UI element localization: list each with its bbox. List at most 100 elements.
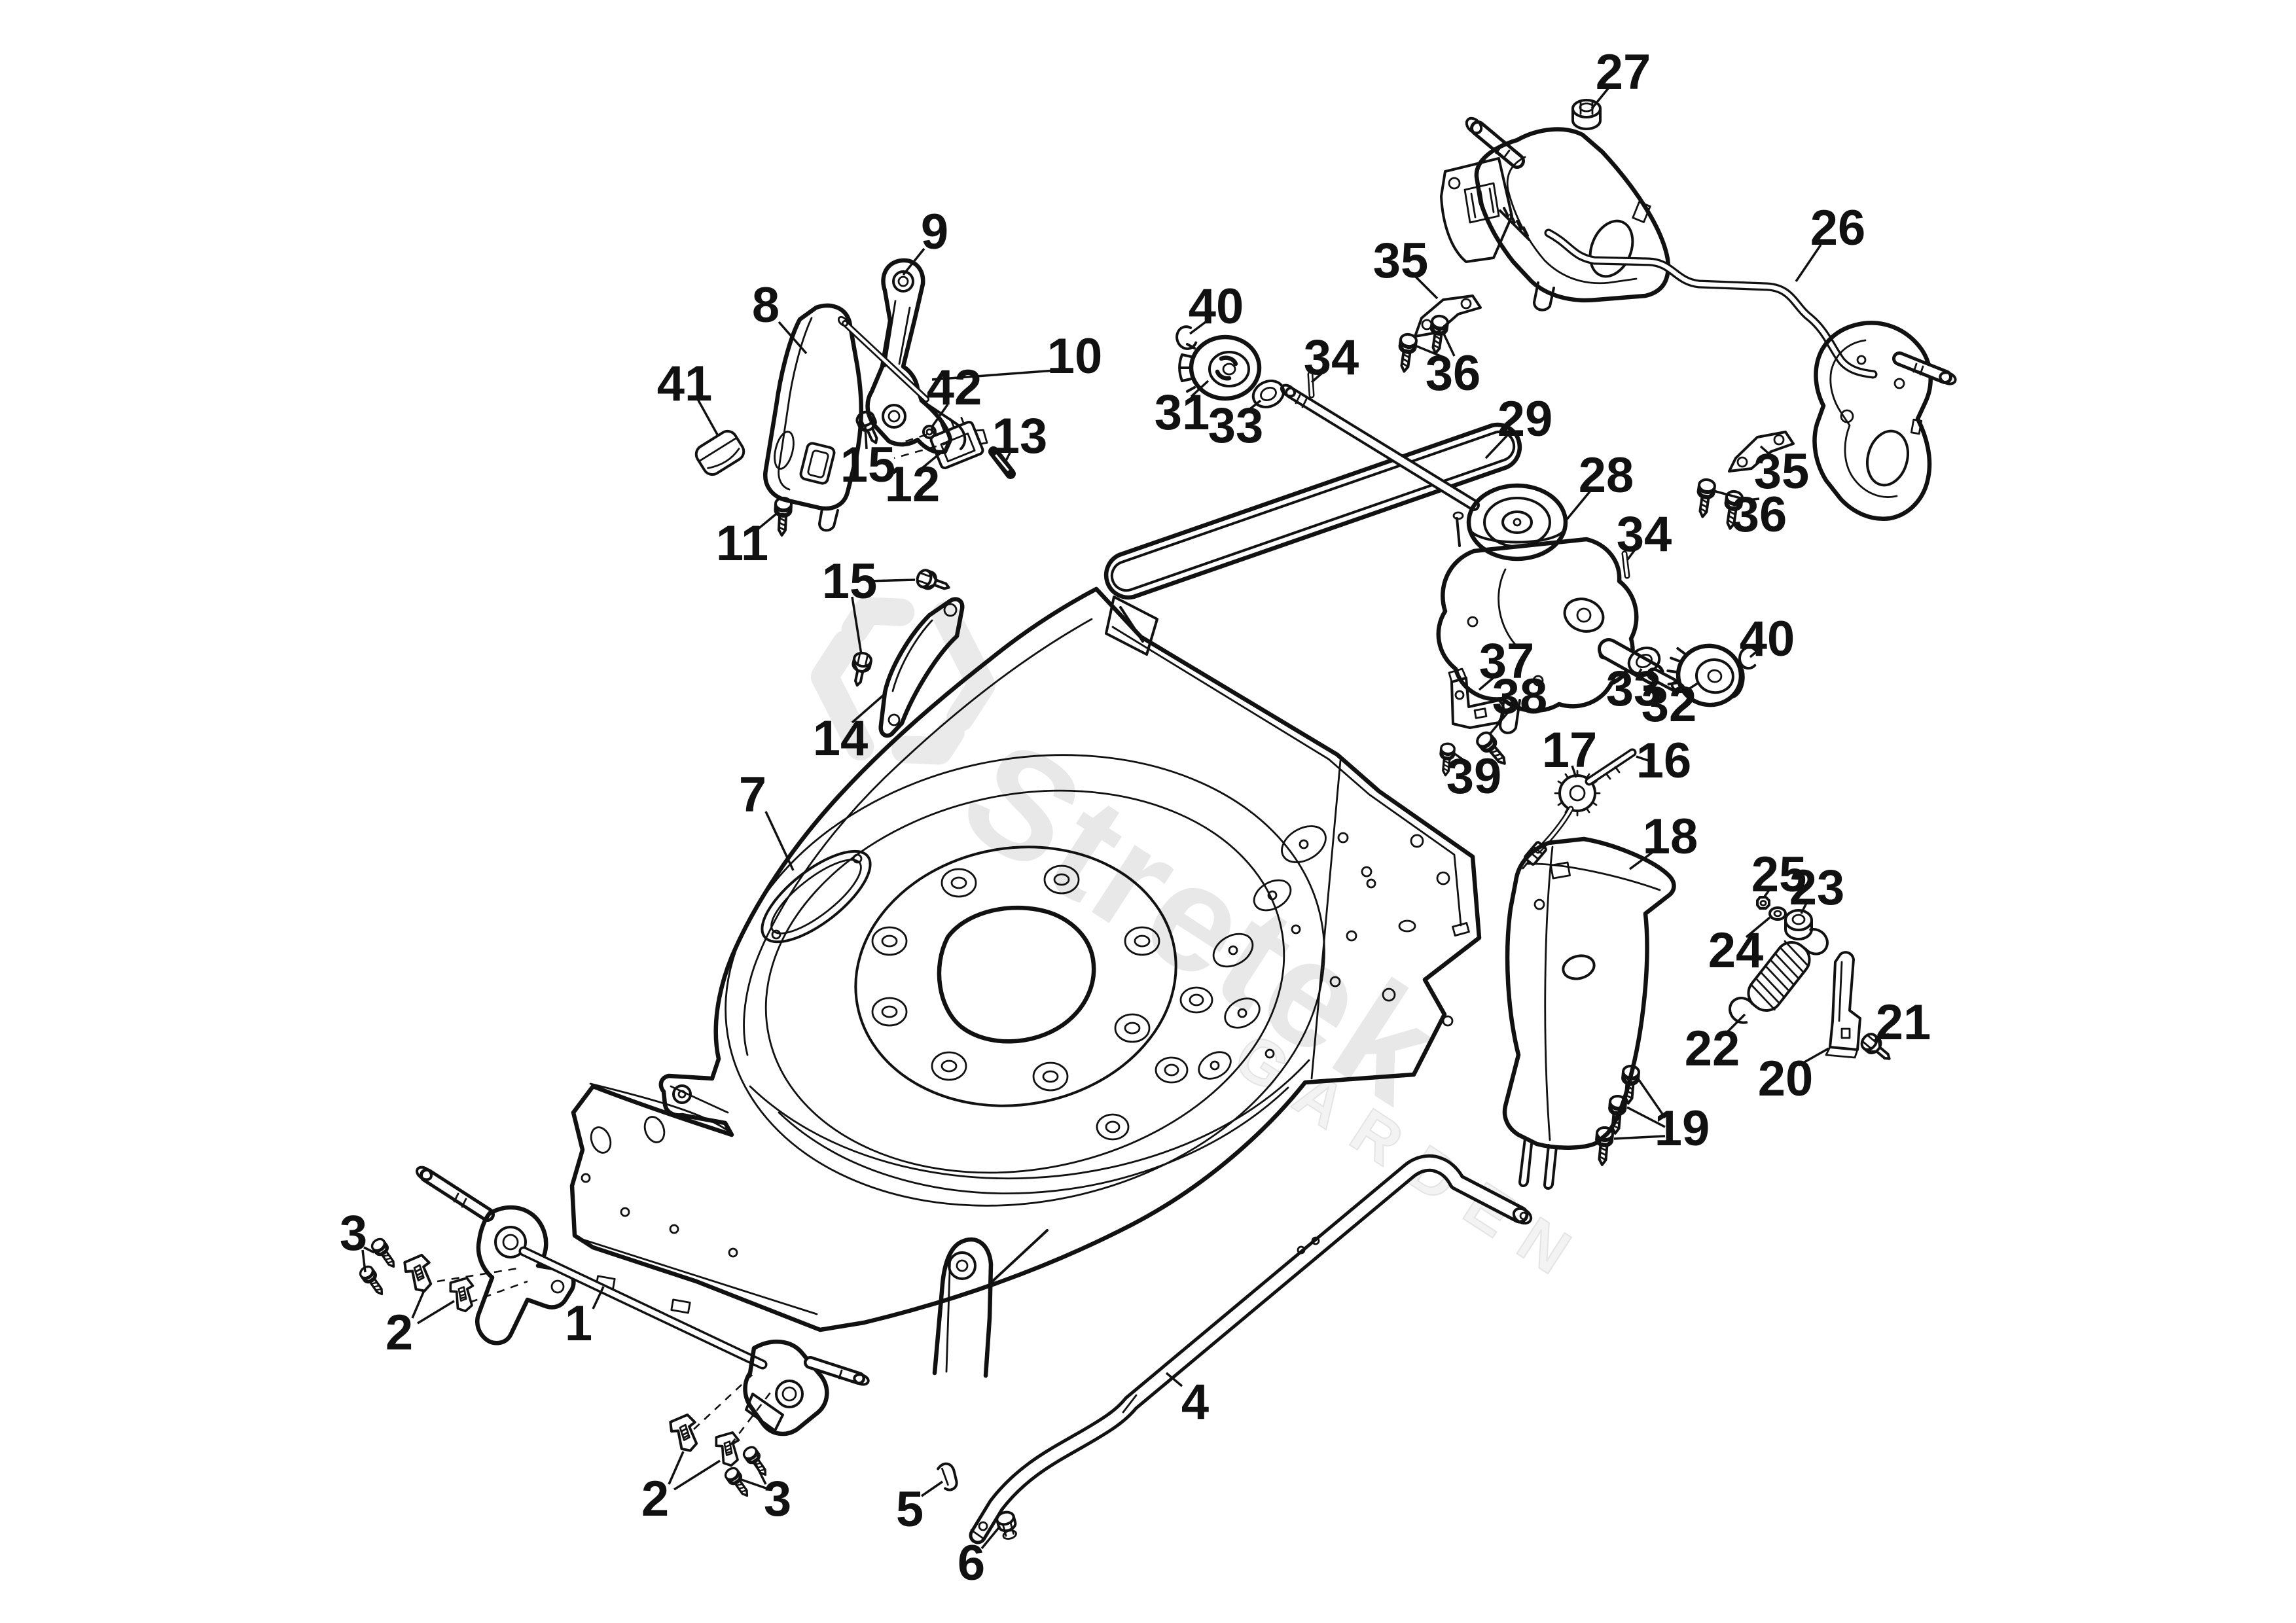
height-adjuster-right-bracket (1812, 321, 1957, 521)
leader-34 (1310, 372, 1323, 383)
bearing-33-left (1251, 380, 1285, 408)
leader-14 (851, 694, 885, 724)
screw-11 (774, 497, 792, 535)
callout-29: 29 (1498, 391, 1553, 447)
callout-17: 17 (1542, 722, 1598, 778)
leader-28 (1564, 490, 1592, 522)
leader-39 (1452, 751, 1467, 763)
leader-2 (417, 1300, 455, 1325)
leader-7 (764, 811, 795, 871)
leader-16 (1636, 755, 1649, 762)
leader-33 (1636, 668, 1643, 676)
screw-36-left-b (1395, 332, 1419, 374)
leader-36 (1414, 344, 1444, 359)
leader-34 (1626, 548, 1636, 562)
leader-20 (1798, 1047, 1829, 1067)
deck-front-bracket (932, 1229, 1049, 1378)
bearing-33-right (1627, 647, 1661, 675)
leader-15 (866, 579, 916, 582)
construction-line (469, 1280, 528, 1304)
screw-3-left-a (368, 1236, 401, 1272)
leader-2 (673, 1459, 721, 1491)
callout-15: 15 (840, 437, 896, 493)
callout-40: 40 (1740, 611, 1795, 667)
deck-right-plate-holes (1346, 834, 1470, 1027)
callout-2: 2 (641, 1471, 669, 1527)
callout-26: 26 (1810, 200, 1866, 256)
clutch-pinion-31 (1178, 334, 1262, 401)
leader-10 (931, 369, 1056, 381)
deck-left-bracket-arm (670, 1084, 729, 1114)
callout-14: 14 (813, 711, 869, 766)
leader-42 (931, 403, 949, 428)
leader-21 (1874, 1033, 1890, 1042)
leader-3 (739, 1478, 770, 1491)
callout-28: 28 (1579, 448, 1634, 503)
callout-6: 6 (958, 1535, 985, 1591)
leader-31 (1190, 380, 1210, 398)
callout-22: 22 (1685, 1021, 1740, 1077)
construction-lines (437, 433, 951, 1446)
leader-13 (1004, 451, 1012, 463)
leader-3 (361, 1249, 367, 1273)
leader-37 (1478, 674, 1498, 691)
leader-15 (864, 426, 868, 450)
leader-18 (1628, 849, 1656, 870)
leader-33 (1246, 399, 1262, 412)
drive-belt (1103, 422, 1522, 600)
callout-41: 41 (657, 356, 713, 412)
callout-25: 25 (1751, 847, 1807, 902)
leader-12 (920, 449, 945, 470)
construction-line (437, 1267, 519, 1283)
p inion-32 (1666, 643, 1745, 707)
construction-line (729, 1389, 774, 1446)
cable-adjuster-17 (1535, 748, 1637, 854)
washer-24 (1768, 906, 1787, 921)
callout-34: 34 (1617, 507, 1672, 562)
circlip-40-right (1738, 646, 1758, 670)
callout-13: 13 (992, 408, 1048, 464)
belt-cover-18 (1502, 836, 1676, 1190)
mower-deck-housing (569, 586, 1482, 1378)
leader-23 (1800, 900, 1809, 914)
callout-33: 33 (1606, 661, 1662, 717)
bolt-15-mid-a (914, 567, 954, 597)
callout-42: 42 (927, 360, 982, 416)
deck-spindle-opening (937, 905, 1096, 1044)
clamp-2-right-a (667, 1412, 704, 1455)
callout-16: 16 (1636, 733, 1692, 789)
pin-13 (988, 446, 1016, 479)
leader-36 (1735, 497, 1760, 503)
clamp-2-left-b (448, 1276, 478, 1314)
leader-6 (980, 1525, 1001, 1550)
callout-1: 1 (565, 1296, 592, 1351)
leader-35 (1414, 275, 1439, 300)
callout-3: 3 (340, 1205, 367, 1261)
deck-rear-tab (1105, 596, 1158, 656)
leader-27 (1590, 86, 1610, 110)
watermark-logo (810, 597, 996, 765)
cover-plate-8 (763, 303, 863, 532)
deck-embossments (1198, 825, 1372, 1080)
callout-39: 39 (1446, 749, 1502, 804)
callout-5: 5 (896, 1482, 924, 1537)
leader-22 (1724, 1013, 1746, 1035)
callout-12: 12 (885, 457, 941, 512)
front-axle-assembly (416, 1166, 870, 1436)
leader-3 (753, 1460, 767, 1485)
drive-shaft (1280, 383, 1480, 511)
callout-40: 40 (1189, 279, 1244, 334)
callout-4: 4 (1181, 1374, 1209, 1430)
reinforcement-strip-14 (878, 597, 965, 738)
callout-3: 3 (764, 1471, 791, 1527)
leader-1 (592, 1286, 605, 1310)
lever-20 (1825, 951, 1861, 1059)
leader-36 (1713, 490, 1748, 501)
clip-5 (937, 1462, 958, 1491)
callout-33: 33 (1208, 398, 1264, 454)
bracket-37 (1448, 668, 1505, 729)
callout-27: 27 (1596, 45, 1651, 100)
leader-19 (1638, 1079, 1666, 1118)
leader-8 (778, 321, 808, 355)
deck-bolt-washers (871, 865, 1213, 1141)
